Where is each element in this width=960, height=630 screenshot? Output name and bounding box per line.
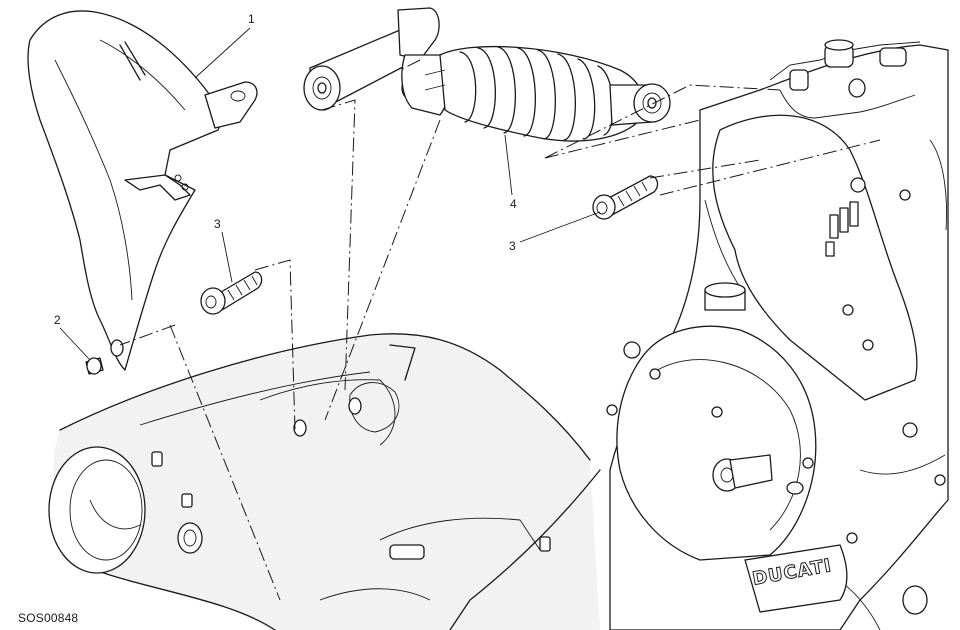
screw-2 <box>85 357 104 375</box>
swingarm <box>48 333 601 630</box>
bolt-3-right <box>592 175 659 220</box>
rear-shock-absorber <box>303 7 671 142</box>
leader-lines <box>59 27 601 361</box>
callout-2: 2 <box>54 313 61 327</box>
rear-hugger <box>27 10 258 371</box>
callout-1: 1 <box>248 12 255 26</box>
callout-3-left: 3 <box>214 217 221 231</box>
callout-3-right: 3 <box>509 239 516 253</box>
bolt-3-left <box>200 271 263 315</box>
callout-4: 4 <box>510 197 517 211</box>
engine <box>606 39 949 630</box>
diagram-code: SOS00848 <box>18 611 79 625</box>
assembly-lines <box>119 59 881 601</box>
